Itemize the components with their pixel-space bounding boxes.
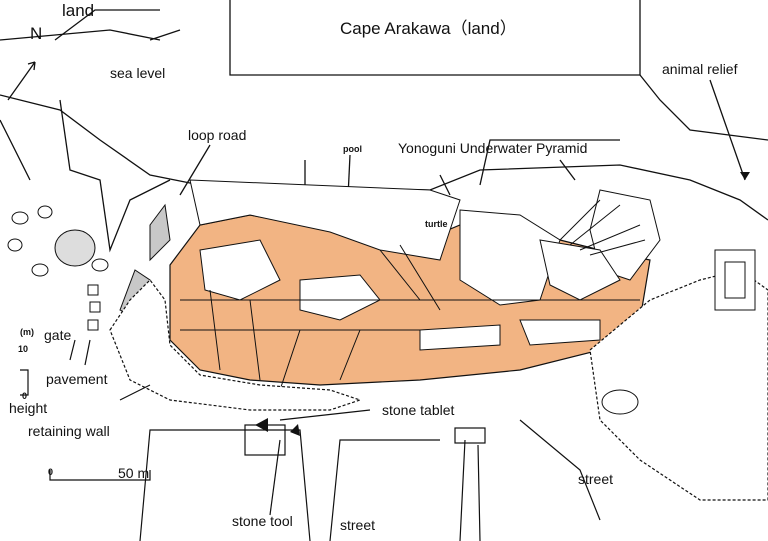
north-label: N [30, 24, 43, 43]
turtle-label: turtle [425, 219, 448, 229]
height-label: height [9, 400, 48, 416]
scale-end-label: 50 m [118, 465, 150, 481]
height-unit-label: (m) [20, 327, 34, 337]
street-right-label: street [578, 471, 614, 487]
height-bottom-label: 0 [22, 391, 28, 401]
pool-label: pool [343, 144, 362, 154]
gate-label: gate [44, 327, 72, 343]
retaining-wall-label: retaining wall [28, 423, 110, 439]
pavement-label: pavement [46, 371, 108, 387]
scale-zero-label: 0 [48, 467, 54, 477]
pavement-right [589, 269, 768, 501]
pavement-band [109, 279, 362, 411]
animal-relief-label: animal relief [662, 61, 738, 77]
cape-label: Cape Arakawa（land） [340, 19, 517, 38]
stone-tablet-label: stone tablet [382, 402, 455, 418]
pyramid-label: Yonoguni Underwater Pyramid [398, 140, 588, 156]
loop-road-label: loop road [188, 127, 247, 143]
height-top-label: 10 [18, 344, 29, 354]
cape-outline [229, 0, 641, 76]
stone-tool-label: stone tool [232, 513, 293, 529]
north-arrow [7, 61, 36, 101]
sea-level-label: sea level [110, 65, 166, 81]
scale-bar [49, 470, 151, 481]
land-label: land [62, 1, 95, 20]
retaining-wall-left [149, 203, 171, 262]
street-bottom-label: street [340, 517, 376, 533]
